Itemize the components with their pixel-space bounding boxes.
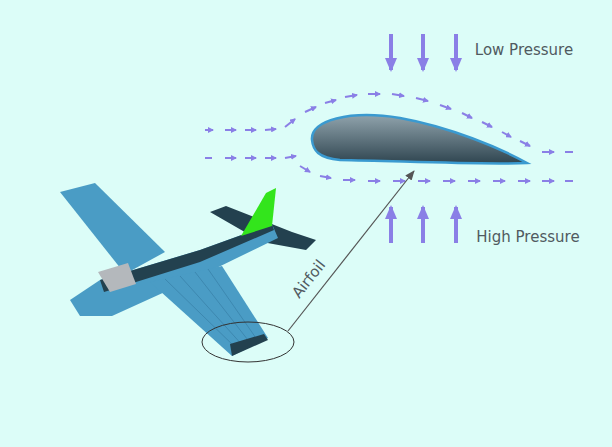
pressure-label: Low Pressure bbox=[472, 41, 576, 59]
airplane bbox=[60, 183, 316, 356]
airfoil-shape bbox=[312, 115, 527, 163]
airflow-arrows bbox=[225, 156, 296, 158]
leader-line bbox=[288, 171, 414, 331]
airflow-arrows bbox=[300, 166, 554, 181]
part-label: Airfoil bbox=[287, 254, 332, 304]
pressure-label: High Pressure bbox=[473, 228, 582, 246]
highlight-ellipse bbox=[202, 322, 294, 362]
